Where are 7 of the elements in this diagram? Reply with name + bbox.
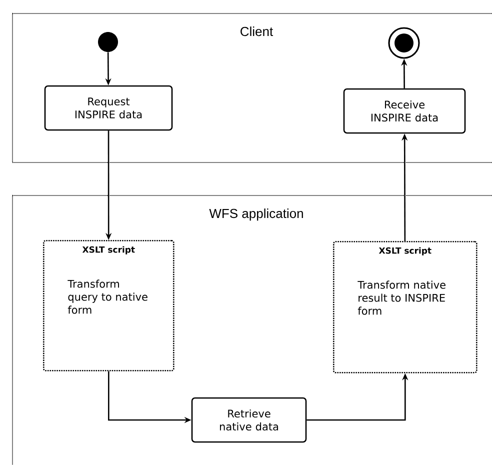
script-box: XSLT script Transform native result to INSPIRE form: [333, 240, 478, 374]
end-circle: [388, 27, 420, 59]
action-box: Request INSPIRE data: [44, 85, 173, 131]
script-box: XSLT script Transform query to native form: [43, 240, 174, 372]
action-box: Retrieve native data: [191, 397, 307, 443]
start-circle: [98, 32, 118, 52]
action-box: Receive INSPIRE data: [343, 88, 466, 134]
